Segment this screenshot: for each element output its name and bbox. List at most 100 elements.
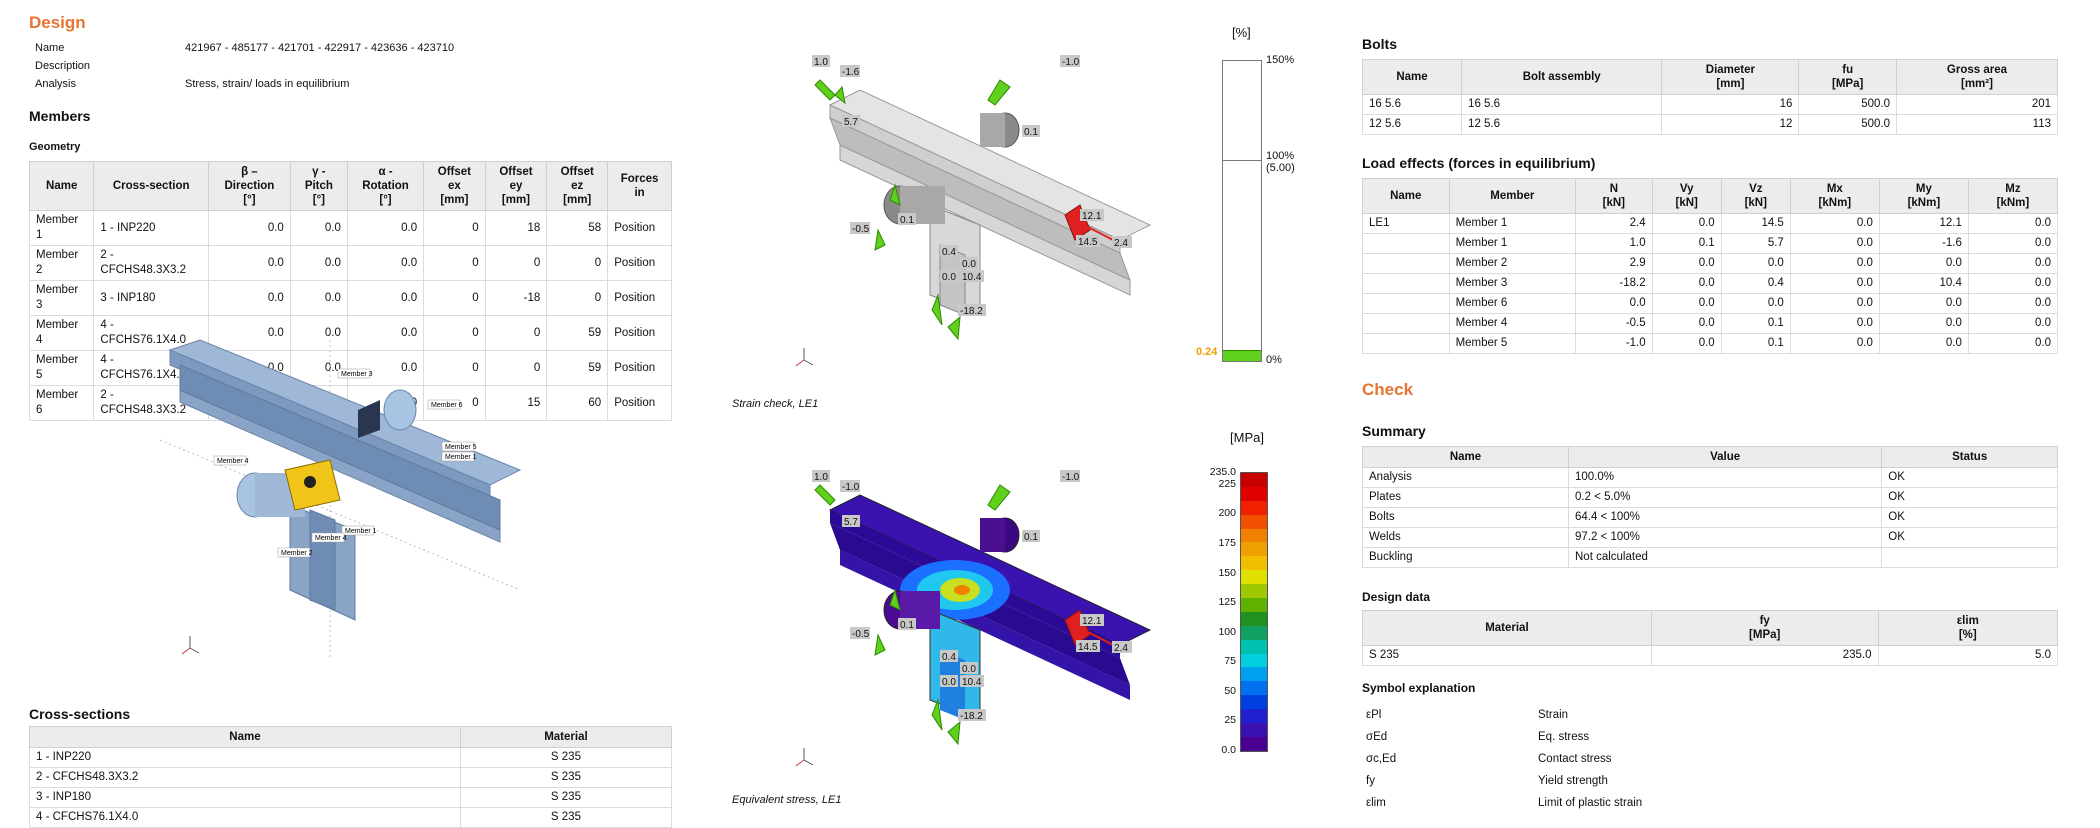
summary-title: Summary xyxy=(1362,423,1426,439)
strain-label: 2.4 xyxy=(1114,238,1128,249)
axis-gizmo-icon xyxy=(795,748,814,767)
stress-scale-band xyxy=(1241,486,1267,501)
table-cell: Member 3 xyxy=(28,280,95,316)
table-cell: 0.0 xyxy=(1789,273,1880,294)
column-header: Offset ez [mm] xyxy=(546,161,609,211)
stress-scale-label: 0.0 xyxy=(1221,744,1236,756)
table-cell: 12 5.6 xyxy=(1461,114,1663,135)
table-cell: 0.0 xyxy=(1789,333,1880,354)
table-cell xyxy=(1362,253,1450,274)
stress-scale-band xyxy=(1241,528,1267,543)
table-cell: 0.1 xyxy=(1720,333,1791,354)
members-title: Members xyxy=(29,108,91,124)
table-cell: 14.5 xyxy=(1720,213,1791,234)
stress-scale-label: 150 xyxy=(1218,566,1236,579)
model-label: Member 4 xyxy=(217,458,249,465)
table-cell: 0.2 < 5.0% xyxy=(1567,487,1883,508)
table-cell: -18.2 xyxy=(1575,273,1653,294)
stress-label: 0.0 xyxy=(962,664,976,675)
table-cell: 235.0 xyxy=(1650,645,1879,666)
stress-scale-label: 75 xyxy=(1224,655,1236,668)
description-label: Description xyxy=(35,60,91,72)
table-cell: Position xyxy=(607,245,672,281)
table-cell: Analysis xyxy=(1362,467,1569,488)
table-cell: -0.5 xyxy=(1575,313,1653,334)
table-cell: 113 xyxy=(1895,114,2059,135)
table-cell: 0.0 xyxy=(289,280,348,316)
table-cell: 0.0 xyxy=(1720,293,1791,314)
symbol: εlim xyxy=(1366,797,1386,809)
table-cell: 1.0 xyxy=(1575,233,1653,254)
column-header: Bolt assembly xyxy=(1461,59,1663,95)
table-cell: Member 5 xyxy=(1448,333,1577,354)
table-cell: 0.0 xyxy=(1789,213,1880,234)
table-cell xyxy=(1362,233,1450,254)
table-cell: 0.0 xyxy=(1789,233,1880,254)
table-cell: Member 1 xyxy=(28,210,95,246)
stress-label: 14.5 xyxy=(1078,642,1098,653)
table-cell: 0.1 xyxy=(1651,233,1722,254)
table-cell: 100.0% xyxy=(1567,467,1883,488)
table-cell: -1.0 xyxy=(1575,333,1653,354)
stress-scale-label: 125 xyxy=(1218,596,1236,609)
table-cell: 2 - CFCHS48.3X3.2 xyxy=(93,245,209,281)
strain-label: -1.0 xyxy=(1062,57,1080,68)
table-cell: Position xyxy=(607,280,672,316)
column-header: Member xyxy=(1448,178,1577,214)
stress-scale-band xyxy=(1241,667,1267,682)
column-header: Name xyxy=(1362,178,1450,214)
table-cell: 18 xyxy=(484,210,548,246)
table-cell: 0 xyxy=(546,245,609,281)
stress-scale-band xyxy=(1241,500,1267,515)
stress-label: -1.0 xyxy=(842,482,860,493)
strain-label: 0.4 xyxy=(942,247,956,258)
stress-scale-band xyxy=(1241,639,1267,654)
table-cell: S 235 xyxy=(459,807,673,828)
table-cell: Welds xyxy=(1362,527,1569,548)
strain-label: 0.0 xyxy=(942,272,956,283)
stress-scale-label: 200 xyxy=(1218,507,1236,520)
stress-scale-band xyxy=(1241,473,1267,487)
table-cell: 0.0 xyxy=(1789,293,1880,314)
table-cell: 0.0 xyxy=(346,280,425,316)
column-header: Cross-section xyxy=(93,161,209,211)
stress-unit: [MPa] xyxy=(1230,430,1264,445)
strain-label: 0.1 xyxy=(900,215,914,226)
strain-label: 0.1 xyxy=(1024,127,1038,138)
table-cell: 0.0 xyxy=(1651,293,1722,314)
strain-scale-mid: 100% (5.00) xyxy=(1266,150,1295,174)
strain-label: 0.0 xyxy=(962,259,976,270)
table-cell: 0.0 xyxy=(1967,273,2059,294)
table-cell: 12 5.6 xyxy=(1361,114,1463,135)
symbol-description: Eq. stress xyxy=(1538,731,1590,743)
stress-scale-label: 235.0 xyxy=(1209,466,1236,478)
symbol-description: Contact stress xyxy=(1538,753,1612,765)
column-header: Material xyxy=(459,726,673,748)
table-cell: 0.0 xyxy=(346,245,425,281)
table-cell: S 235 xyxy=(1362,645,1652,666)
stress-label: 0.4 xyxy=(942,652,956,663)
table-cell: 0.0 xyxy=(1878,293,1969,314)
table-cell: Member 6 xyxy=(1448,293,1577,314)
table-cell: Plates xyxy=(1362,487,1569,508)
stress-scale-label: 175 xyxy=(1218,536,1236,549)
table-cell: 201 xyxy=(1895,94,2059,115)
table-cell: 0.0 xyxy=(1651,273,1722,294)
table-cell: 1 - INP220 xyxy=(29,747,461,768)
column-header: Name xyxy=(29,726,461,748)
stress-label: -18.2 xyxy=(960,711,983,722)
column-header: Offset ey [mm] xyxy=(484,161,548,211)
table-cell: -18 xyxy=(484,280,548,316)
table-cell xyxy=(1362,333,1450,354)
stress-scale-label: 50 xyxy=(1224,684,1236,697)
table-cell: 16 xyxy=(1661,94,1800,115)
stress-label: 10.4 xyxy=(962,677,982,688)
